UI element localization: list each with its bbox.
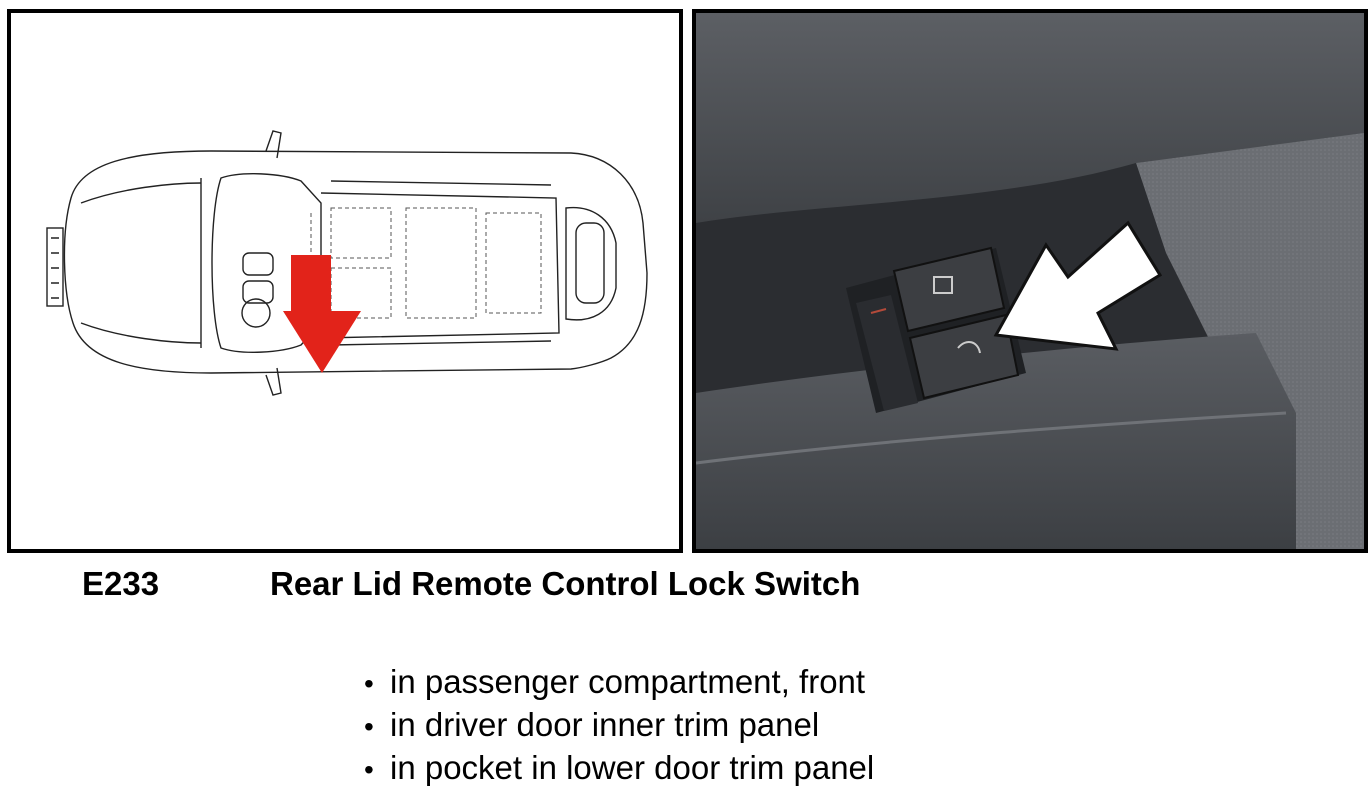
- red-down-arrow-icon: [283, 255, 361, 373]
- list-item: •in pocket in lower door trim panel: [364, 747, 874, 790]
- bullet-icon: •: [364, 668, 374, 699]
- bullet-icon: •: [364, 754, 374, 785]
- component-title: Rear Lid Remote Control Lock Switch: [270, 565, 861, 602]
- list-item: •in driver door inner trim panel: [364, 704, 874, 747]
- switch-icon: [846, 246, 1026, 413]
- component-code: E233: [82, 565, 160, 602]
- vehicle-top-view-diagram: [7, 9, 683, 553]
- white-pointer-arrow-icon: [993, 220, 1163, 351]
- switch-location-photo: [692, 9, 1368, 553]
- bullet-icon: •: [364, 711, 374, 742]
- location-list: •in passenger compartment, front •in dri…: [364, 661, 874, 790]
- list-item: •in passenger compartment, front: [364, 661, 874, 704]
